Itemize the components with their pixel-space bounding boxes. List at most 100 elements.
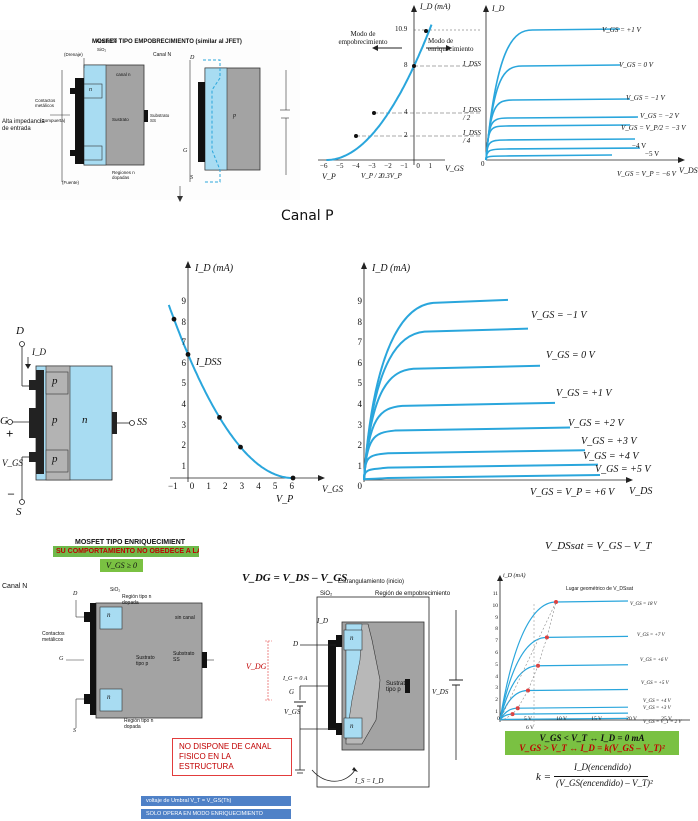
- g3-xticks: −1 0 1 2 3 4 5 6: [168, 481, 294, 491]
- depletion-drawing: [50, 58, 290, 202]
- k-eq-bar: [554, 776, 648, 777]
- g3-xtick: 1: [206, 481, 211, 491]
- enh-substrato-ss-label: Substrato SS: [173, 651, 195, 663]
- g3-point: [217, 415, 222, 420]
- is-circuit-label: I_S = I_D: [355, 777, 384, 785]
- canal-p-heading: Canal P: [281, 208, 334, 224]
- g4-ytick: 3: [357, 419, 363, 430]
- n-substrate-label: n: [82, 414, 88, 426]
- enh-contactos-label: Contactos metálicos: [42, 631, 65, 643]
- g4-yaxis-label: I_D (mA): [372, 263, 411, 274]
- g4-xlabel: V_DS: [629, 486, 653, 497]
- g2-curve-label-3: V_GS = −2 V: [640, 112, 679, 120]
- g2-curve-label-1: V_GS = 0 V: [619, 61, 654, 69]
- sio2-label: SiO₂: [97, 47, 107, 52]
- g4-ytick: 8: [357, 316, 363, 327]
- enh-region-n-top: Región tipo n dopada: [122, 594, 152, 606]
- g-label-1: G: [183, 148, 188, 154]
- g1-xlabel: V_GS: [445, 164, 464, 173]
- umbral-bar: voltaje de Umbral V_T = V_GS(Th): [141, 796, 291, 806]
- g5-sat-point: [510, 712, 515, 717]
- g5-ytick: 4: [495, 673, 498, 680]
- g4-ytick: 7: [357, 337, 363, 348]
- g5-ytick: 5: [495, 661, 498, 668]
- g1-mode-empob: Modo de empobrecimiento: [338, 30, 388, 47]
- g5-ytick: 2: [495, 697, 498, 704]
- g4-curve-label-5: V_GS = +4 V: [583, 451, 639, 462]
- g2-yaxis-label: I_D: [492, 4, 505, 13]
- p-id-label: I_D: [32, 347, 46, 357]
- pchannel-device: [7, 341, 135, 505]
- g3-point: [171, 316, 177, 322]
- enh-g-label: G: [59, 656, 64, 662]
- g3-point: [185, 352, 191, 357]
- g2-curve-label-6: −5 V: [645, 150, 660, 158]
- g5-curve-label-6: V_GS = V_T = 2 V: [643, 720, 682, 725]
- graph3-transfer: [167, 261, 325, 482]
- g3-ytick: 1: [181, 460, 187, 471]
- n-region-label: n: [89, 87, 92, 93]
- g3-xtick: 5: [272, 481, 278, 491]
- g4-curve-label-2: V_GS = +1 V: [556, 388, 612, 399]
- g1-mode-enriq: Modo de enriquecimiento: [428, 37, 474, 54]
- g1-idss-half-label: I_DSS / 2: [463, 106, 481, 122]
- p-region-top: p: [52, 375, 58, 387]
- graph1-transfer: [318, 5, 480, 165]
- id-circuit-label: I_D: [317, 617, 328, 625]
- g3-ytick: 6: [181, 357, 187, 368]
- alta-impedancia-label: Alta impedancia de entrada: [2, 119, 45, 132]
- ig-label: I_G = 0 A: [283, 676, 308, 682]
- g2-curve: [485, 147, 641, 161]
- g5-yticks: 11 10 9 8 7 6 5 4 3 2 1: [486, 589, 499, 719]
- g3-xlabel: V_GS: [322, 484, 343, 494]
- g5-curve-label-0: V_GS = 18 V: [630, 602, 657, 607]
- p-d-label: D: [16, 325, 24, 337]
- g5-xtick: 15 V: [591, 716, 602, 722]
- p-region-label: p: [233, 113, 236, 119]
- g5-lugar-label: Lugar geométrico de V_DSsat: [566, 586, 633, 592]
- g4-ytick: 1: [357, 460, 363, 471]
- vdg-circuit-label: V_DG: [246, 662, 267, 671]
- no-canal-line-1: NO DISPONE DE CANAL: [179, 742, 272, 751]
- g1-ytick-8: 8: [404, 61, 408, 69]
- g4-ytick: 9: [357, 296, 363, 306]
- g5-xtick: 10 V: [556, 716, 567, 722]
- p-minus-label: –: [8, 486, 14, 500]
- g2-curve-label-2: V_GS = −1 V: [626, 94, 665, 102]
- g2-xlabel: V_DS: [679, 166, 698, 175]
- g3-xtick: −1: [168, 481, 178, 491]
- graph2-output: [483, 5, 685, 163]
- graph4-output: [361, 262, 633, 483]
- g3-yticks: 9 8 7 6 5 4 3 2 1: [176, 291, 187, 476]
- g2-curve-label-0: V_GS = +1 V: [602, 26, 641, 34]
- g5-sat-point: [544, 635, 549, 640]
- g5-xtick: 25 V: [661, 716, 672, 722]
- g4-curve-label-3: V_GS = +2 V: [568, 418, 624, 429]
- g3-ytick: 7: [181, 337, 187, 348]
- g1-xtick: −6: [320, 162, 328, 170]
- p-plus-label: +: [6, 426, 14, 441]
- enh-n-bot: n: [107, 693, 111, 701]
- k-eq-den: (V_GS(encendido) – V_T)²: [556, 778, 653, 788]
- g5-ytick: 3: [495, 685, 498, 692]
- no-canal-box: NO DISPONE DE CANAL FISICO EN LA ESTRUCT…: [172, 738, 292, 776]
- g4-curve-label-7: V_GS = V_P = +6 V: [530, 487, 615, 498]
- k-eq-num: I_D(encendido): [574, 762, 631, 772]
- g5-xticks: 0 5 V 10 V 15 V 20 V 25 V: [497, 716, 672, 722]
- g1-xtick: −2: [384, 162, 392, 170]
- g3-yaxis-label: I_D (mA): [195, 263, 234, 274]
- enh-sustrato-label: Sustrato tipo p: [136, 655, 155, 667]
- enh-s-label: S: [73, 728, 76, 734]
- sio2-circuit-label: SiO₂: [320, 591, 333, 597]
- g5-ytick: 7: [495, 638, 498, 645]
- g4-ytick: 4: [357, 398, 363, 409]
- eq-vgs-below-vt: V_GS < V_T ↔ I_D = 0 mA: [539, 733, 645, 743]
- n-circuit-bot: n: [350, 722, 354, 730]
- g5-six-v: 6 V: [526, 725, 534, 731]
- g3-xtick: 3: [239, 481, 245, 491]
- vgs-circuit-label: V_GS: [284, 708, 301, 716]
- g4-yticks: 9 8 7 6 5 4 3 2 1 0: [352, 291, 363, 497]
- g2-origin: 0: [481, 160, 485, 168]
